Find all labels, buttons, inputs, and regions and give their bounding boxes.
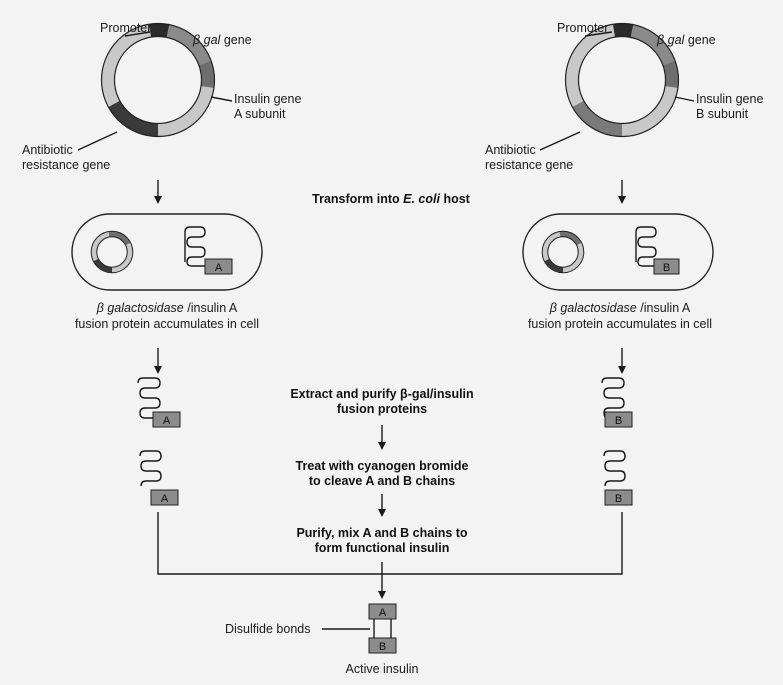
right-antibiotic-leader (539, 131, 581, 151)
left-antibiotic-label: Antibiotic (22, 143, 73, 157)
insulin-dimer-icon: A B (368, 603, 397, 654)
right-cell-fusion-protein-icon: B (635, 226, 680, 275)
right-plasmid-icon (564, 22, 680, 138)
converging-connector (157, 512, 623, 575)
insulin-chain-a-letter: A (379, 607, 387, 619)
left-beta-gal-label: β gal gene (192, 33, 252, 47)
left-insulin-subunit-label: A subunit (234, 107, 286, 121)
insulin-chain-b-letter: B (379, 641, 386, 653)
left-antibiotic-label-2: resistance gene (22, 158, 110, 172)
left-cell-chain-letter: A (215, 262, 223, 274)
left-promoter-label: Promoter (100, 21, 151, 35)
treat-step-line1: Treat with cyanogen bromide (296, 459, 469, 473)
left-cell-fusion-protein-icon: A (184, 226, 233, 275)
disulfide-bonds-label: Disulfide bonds (225, 622, 310, 636)
right-cell-caption: β galactosidase /insulin A (549, 301, 691, 315)
treat-step-line2: to cleave A and B chains (309, 474, 455, 488)
right-cell-chain-letter: B (663, 262, 670, 274)
purify-step-line2: form functional insulin (315, 541, 450, 555)
left-cell-plasmid-icon (90, 230, 134, 274)
active-insulin-label: Active insulin (346, 662, 419, 676)
right-cell-caption-2: fusion protein accumulates in cell (528, 317, 712, 331)
right-cleaved-chain-letter: B (615, 493, 622, 505)
right-fusion-protein-icon: B (601, 377, 633, 428)
left-fusion-chain-letter: A (163, 415, 171, 427)
extract-step-line1: Extract and purify β-gal/insulin (290, 387, 473, 401)
right-antibiotic-label: Antibiotic (485, 143, 536, 157)
left-ecoli-cell (71, 213, 263, 291)
extract-step-line2: fusion proteins (337, 402, 427, 416)
right-insulin-subunit-label: B subunit (696, 107, 749, 121)
right-ecoli-cell (522, 213, 714, 291)
right-promoter-label: Promoter (557, 21, 608, 35)
left-cell-caption-2: fusion protein accumulates in cell (75, 317, 259, 331)
left-cleaved-chain-letter: A (161, 493, 169, 505)
right-promoter-leader (584, 31, 613, 37)
right-insulin-gene-label: Insulin gene (696, 92, 763, 106)
right-cell-plasmid-icon (541, 230, 585, 274)
left-plasmid-icon (100, 22, 216, 138)
left-insulin-gene-label: Insulin gene (234, 92, 301, 106)
left-insulin-leader (210, 96, 233, 102)
transform-label: Transform into E. coli host (312, 192, 471, 206)
left-fusion-protein-icon: A (137, 377, 181, 428)
right-antibiotic-label-2: resistance gene (485, 158, 573, 172)
left-cell-caption: β galactosidase /insulin A (96, 301, 238, 315)
right-cleaved-chain-icon: B (603, 450, 633, 506)
left-antibiotic-leader (77, 131, 118, 151)
left-cleaved-chain-icon: A (139, 450, 179, 506)
purify-step-line1: Purify, mix A and B chains to (296, 526, 467, 540)
right-beta-gal-label: β gal gene (656, 33, 716, 47)
left-promoter-leader (124, 31, 151, 37)
right-fusion-chain-letter: B (615, 415, 622, 427)
right-insulin-leader (674, 96, 695, 102)
